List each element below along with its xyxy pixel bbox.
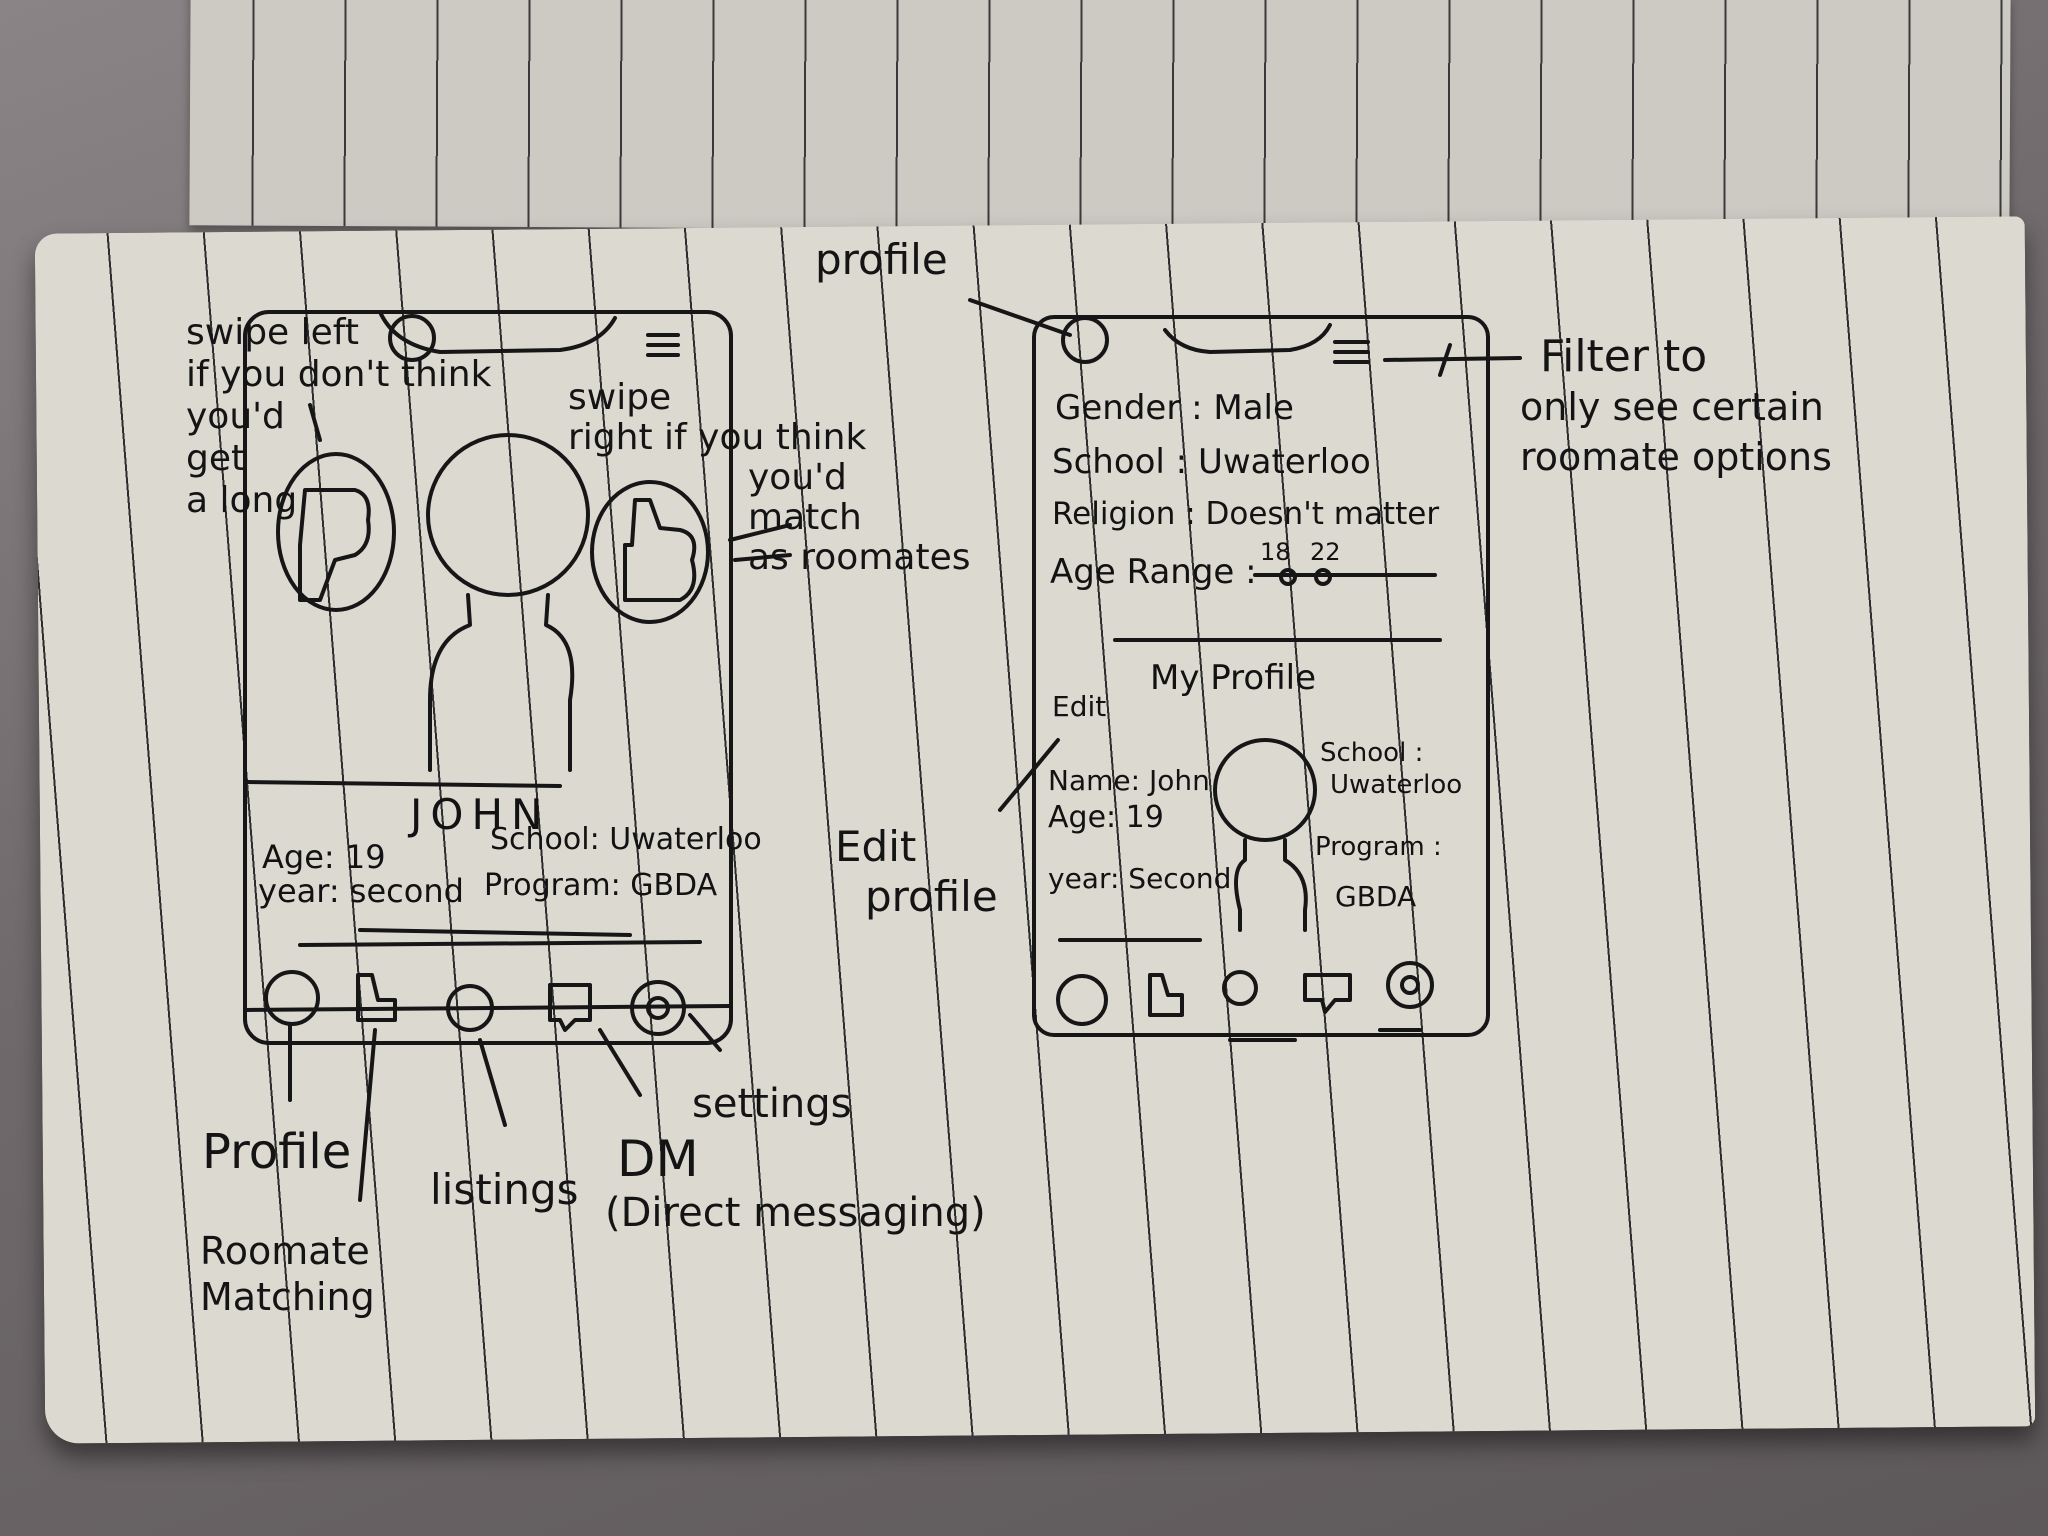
note-edit-profile: Edit profile [835, 822, 998, 922]
note-swipe-right: swipe right if you think you'd match as … [568, 378, 970, 578]
my-profile-name: Name: John [1048, 764, 1210, 797]
my-profile-age: Age: 19 [1048, 800, 1164, 835]
match-age: Age: 19 [262, 838, 386, 876]
note-swipe-left: swipe left if you don't think you'd get … [186, 312, 491, 522]
note-profile-top: profile [815, 238, 948, 282]
avatar-body [430, 595, 572, 770]
filter-age-range-label: Age Range : [1050, 552, 1257, 592]
match-school: School: Uwaterloo [490, 822, 762, 857]
menu-icon-left [648, 335, 678, 355]
filter-school[interactable]: School : Uwaterloo [1052, 442, 1371, 482]
my-profile-title: My Profile [1150, 658, 1316, 698]
match-program: Program: GBDA [484, 868, 717, 903]
note-filter: Filter to only see certain roomate optio… [1520, 332, 1832, 482]
nav-roommate-icon [358, 975, 395, 1020]
age-max-label: 22 [1310, 538, 1341, 566]
label-settings: settings [692, 1082, 852, 1126]
label-dm: DM (Direct messaging) [605, 1132, 986, 1240]
my-profile-school-label: School : [1320, 738, 1423, 768]
filter-gender[interactable]: Gender : Male [1055, 388, 1294, 428]
match-year: year: second [258, 872, 464, 910]
nav-profile-icon [266, 972, 318, 1024]
label-profile: Profile [202, 1130, 351, 1174]
age-min-label: 18 [1260, 538, 1291, 566]
edit-profile-button[interactable]: Edit [1052, 690, 1106, 723]
my-profile-program-label: Program : [1315, 832, 1442, 862]
my-profile-school-value: Uwaterloo [1330, 770, 1462, 800]
my-profile-year: year: Second [1048, 862, 1231, 895]
filter-religion[interactable]: Religion : Doesn't matter [1052, 496, 1439, 532]
label-roommate-matching: Roomate Matching [200, 1228, 375, 1320]
my-profile-program-value: GBDA [1335, 880, 1416, 913]
label-listings: listings [430, 1168, 579, 1212]
